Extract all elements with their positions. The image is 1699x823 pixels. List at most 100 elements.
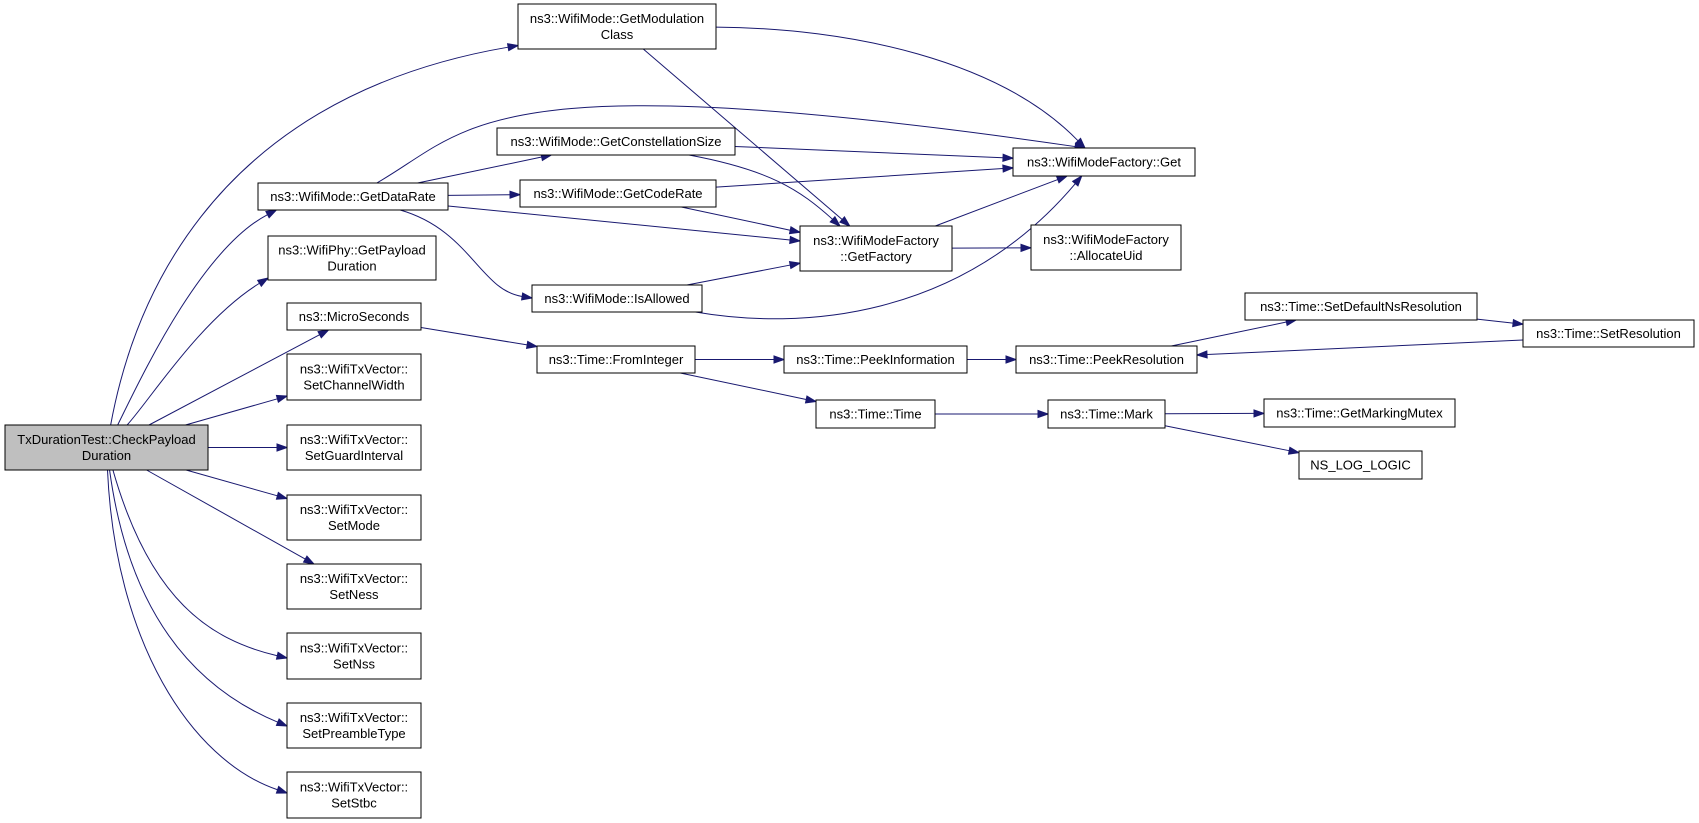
node-label-line: ns3::WifiMode::GetCodeRate [533,186,702,201]
node-label-line: ns3::WifiTxVector:: [300,571,408,586]
edge-arrowhead [829,215,842,228]
node-label-line: ns3::WifiTxVector:: [300,432,408,447]
node-wifimode-isallowed[interactable]: ns3::WifiMode::IsAllowed [531,284,703,313]
edge-line [715,26,1079,142]
edge-line [376,105,1076,184]
node-time-peekinformation[interactable]: ns3::Time::PeekInformation [783,345,968,374]
edge-line [447,205,791,241]
edge-txdurationtest-checkpayloadduration-to-wifitxvector-setstbc [106,469,289,794]
edge-arrowhead [789,235,802,245]
edge-line [680,372,807,400]
edge-wifimode-getdatarate-to-wifimode-getcoderate [447,190,522,199]
node-box [783,345,968,374]
edge-txdurationtest-checkpayloadduration-to-wifitxvector-setpreambletype [109,469,289,727]
node-wifimode-getdatarate[interactable]: ns3::WifiMode::GetDataRate [257,182,449,211]
edge-line [126,282,260,426]
edge-arrowhead [276,443,289,452]
node-label-line: Duration [327,259,376,274]
edge-line [185,469,278,497]
node-label-line: SetMode [328,518,380,533]
edge-arrowhead [1512,318,1525,328]
edge-line [642,48,843,220]
node-time-time[interactable]: ns3::Time::Time [815,399,936,429]
node-label-line: ns3::WifiTxVector:: [300,362,408,377]
node-box [536,345,696,374]
node-label-line: SetPreambleType [302,726,405,741]
node-label-line: ns3::WifiMode::IsAllowed [544,291,689,306]
node-box [1263,398,1456,428]
node-time-frominteger[interactable]: ns3::Time::FromInteger [536,345,696,374]
node-label-line: ns3::Time::FromInteger [549,352,684,367]
edge-line [109,469,278,723]
edge-wifimode-getmodulationclass-to-wifimodefactory-getfactory [642,48,851,227]
edge-arrowhead [1253,409,1266,418]
node-wifitxvector-setstbc[interactable]: ns3::WifiTxVector::SetStbc [286,771,422,819]
node-time-peekresolution[interactable]: ns3::Time::PeekResolution [1015,345,1198,374]
node-wifimode-getcoderate[interactable]: ns3::WifiMode::GetCodeRate [519,179,717,208]
edge-time-peekresolution-to-time-setdefaultnsresolution [1171,318,1298,347]
edge-arrowhead [256,277,270,288]
edge-wifimodefactory-getfactory-to-wifimodefactory-get [935,175,1069,227]
edge-line [447,194,511,196]
node-time-mark[interactable]: ns3::Time::Mark [1047,399,1166,429]
node-wifitxvector-setnss[interactable]: ns3::WifiTxVector::SetNss [286,632,422,680]
node-label-line: ns3::WifiModeFactory [813,233,939,248]
node-label-line: NS_LOG_LOGIC [1310,458,1410,473]
node-box [1298,450,1423,480]
edge-arrowhead [1037,409,1050,419]
edge-wifimode-getdatarate-to-wifimode-isallowed [400,209,534,301]
node-time-getmarkingmutex[interactable]: ns3::Time::GetMarkingMutex [1263,398,1456,428]
edge-line [400,209,523,297]
edge-time-frominteger-to-time-peekinformation [695,355,786,364]
edge-line [185,398,278,426]
edge-txdurationtest-checkpayloadduration-to-wifitxvector-setness [146,469,316,565]
edge-wifimode-isallowed-to-wifimodefactory-getfactory [686,261,802,286]
node-box [496,127,736,156]
node-wifitxvector-setmode[interactable]: ns3::WifiTxVector::SetMode [286,494,422,541]
node-time-setdefaultnsresolution[interactable]: ns3::Time::SetDefaultNsResolution [1244,292,1478,321]
edge-time-peekinformation-to-time-peekresolution [967,355,1018,364]
node-label-line: ns3::WifiModeFactory::Get [1027,155,1181,170]
node-wifimodefactory-allocateuid[interactable]: ns3::WifiModeFactory::AllocateUid [1030,224,1182,271]
edge-line [715,168,1004,188]
edge-arrowhead [317,329,330,339]
edge-txdurationtest-checkpayloadduration-to-wifimode-getmodulationclass [110,43,520,426]
edge-arrowhead [804,395,818,404]
node-box [1522,319,1695,348]
node-wifitxvector-setguardinterval[interactable]: ns3::WifiTxVector::SetGuardInterval [286,424,422,471]
edge-line [420,327,528,346]
edge-txdurationtest-checkpayloadduration-to-wifitxvector-setmode [185,469,289,500]
node-label-line: ns3::WifiTxVector:: [300,780,408,795]
node-label-line: ns3::Time::SetDefaultNsResolution [1260,299,1462,314]
edge-txdurationtest-checkpayloadduration-to-wifitxvector-setchannelwidth [185,394,289,426]
edge-line [734,145,1004,159]
node-box [1047,399,1166,429]
node-box [286,632,422,680]
node-label-line: ns3::WifiTxVector:: [300,502,408,517]
node-wifitxvector-setpreambletype[interactable]: ns3::WifiTxVector::SetPreambleType [286,702,422,749]
edge-arrowhead [788,225,802,235]
node-wifimodefactory-getfactory[interactable]: ns3::WifiModeFactory::GetFactory [799,225,953,272]
edge-time-setdefaultnsresolution-to-time-setresolution [1476,318,1525,328]
node-wifitxvector-setchannelwidth[interactable]: ns3::WifiTxVector::SetChannelWidth [286,353,422,401]
node-box [286,702,422,749]
edge-time-mark-to-time-getmarkingmutex [1164,409,1266,418]
edge-wifimode-getmodulationclass-to-wifimodefactory-get [715,26,1087,150]
node-time-setresolution[interactable]: ns3::Time::SetResolution [1522,319,1695,348]
node-microseconds[interactable]: ns3::MicroSeconds [286,302,422,331]
node-wifimode-getconstellationsize[interactable]: ns3::WifiMode::GetConstellationSize [496,127,736,156]
edge-txdurationtest-checkpayloadduration-to-microseconds [148,329,330,426]
node-wifitxvector-setness[interactable]: ns3::WifiTxVector::SetNess [286,563,422,610]
edge-line [106,469,278,791]
node-box [531,284,703,313]
node-wifimodefactory-get[interactable]: ns3::WifiModeFactory::Get [1012,147,1196,177]
edge-time-time-to-time-mark [935,409,1050,419]
edge-arrowhead [275,651,289,660]
node-label-line: SetStbc [331,796,377,811]
edge-arrowhead [520,292,534,301]
node-ns-log-logic[interactable]: NS_LOG_LOGIC [1298,450,1423,480]
edge-wifimode-getcoderate-to-wifimodefactory-getfactory [681,206,802,235]
